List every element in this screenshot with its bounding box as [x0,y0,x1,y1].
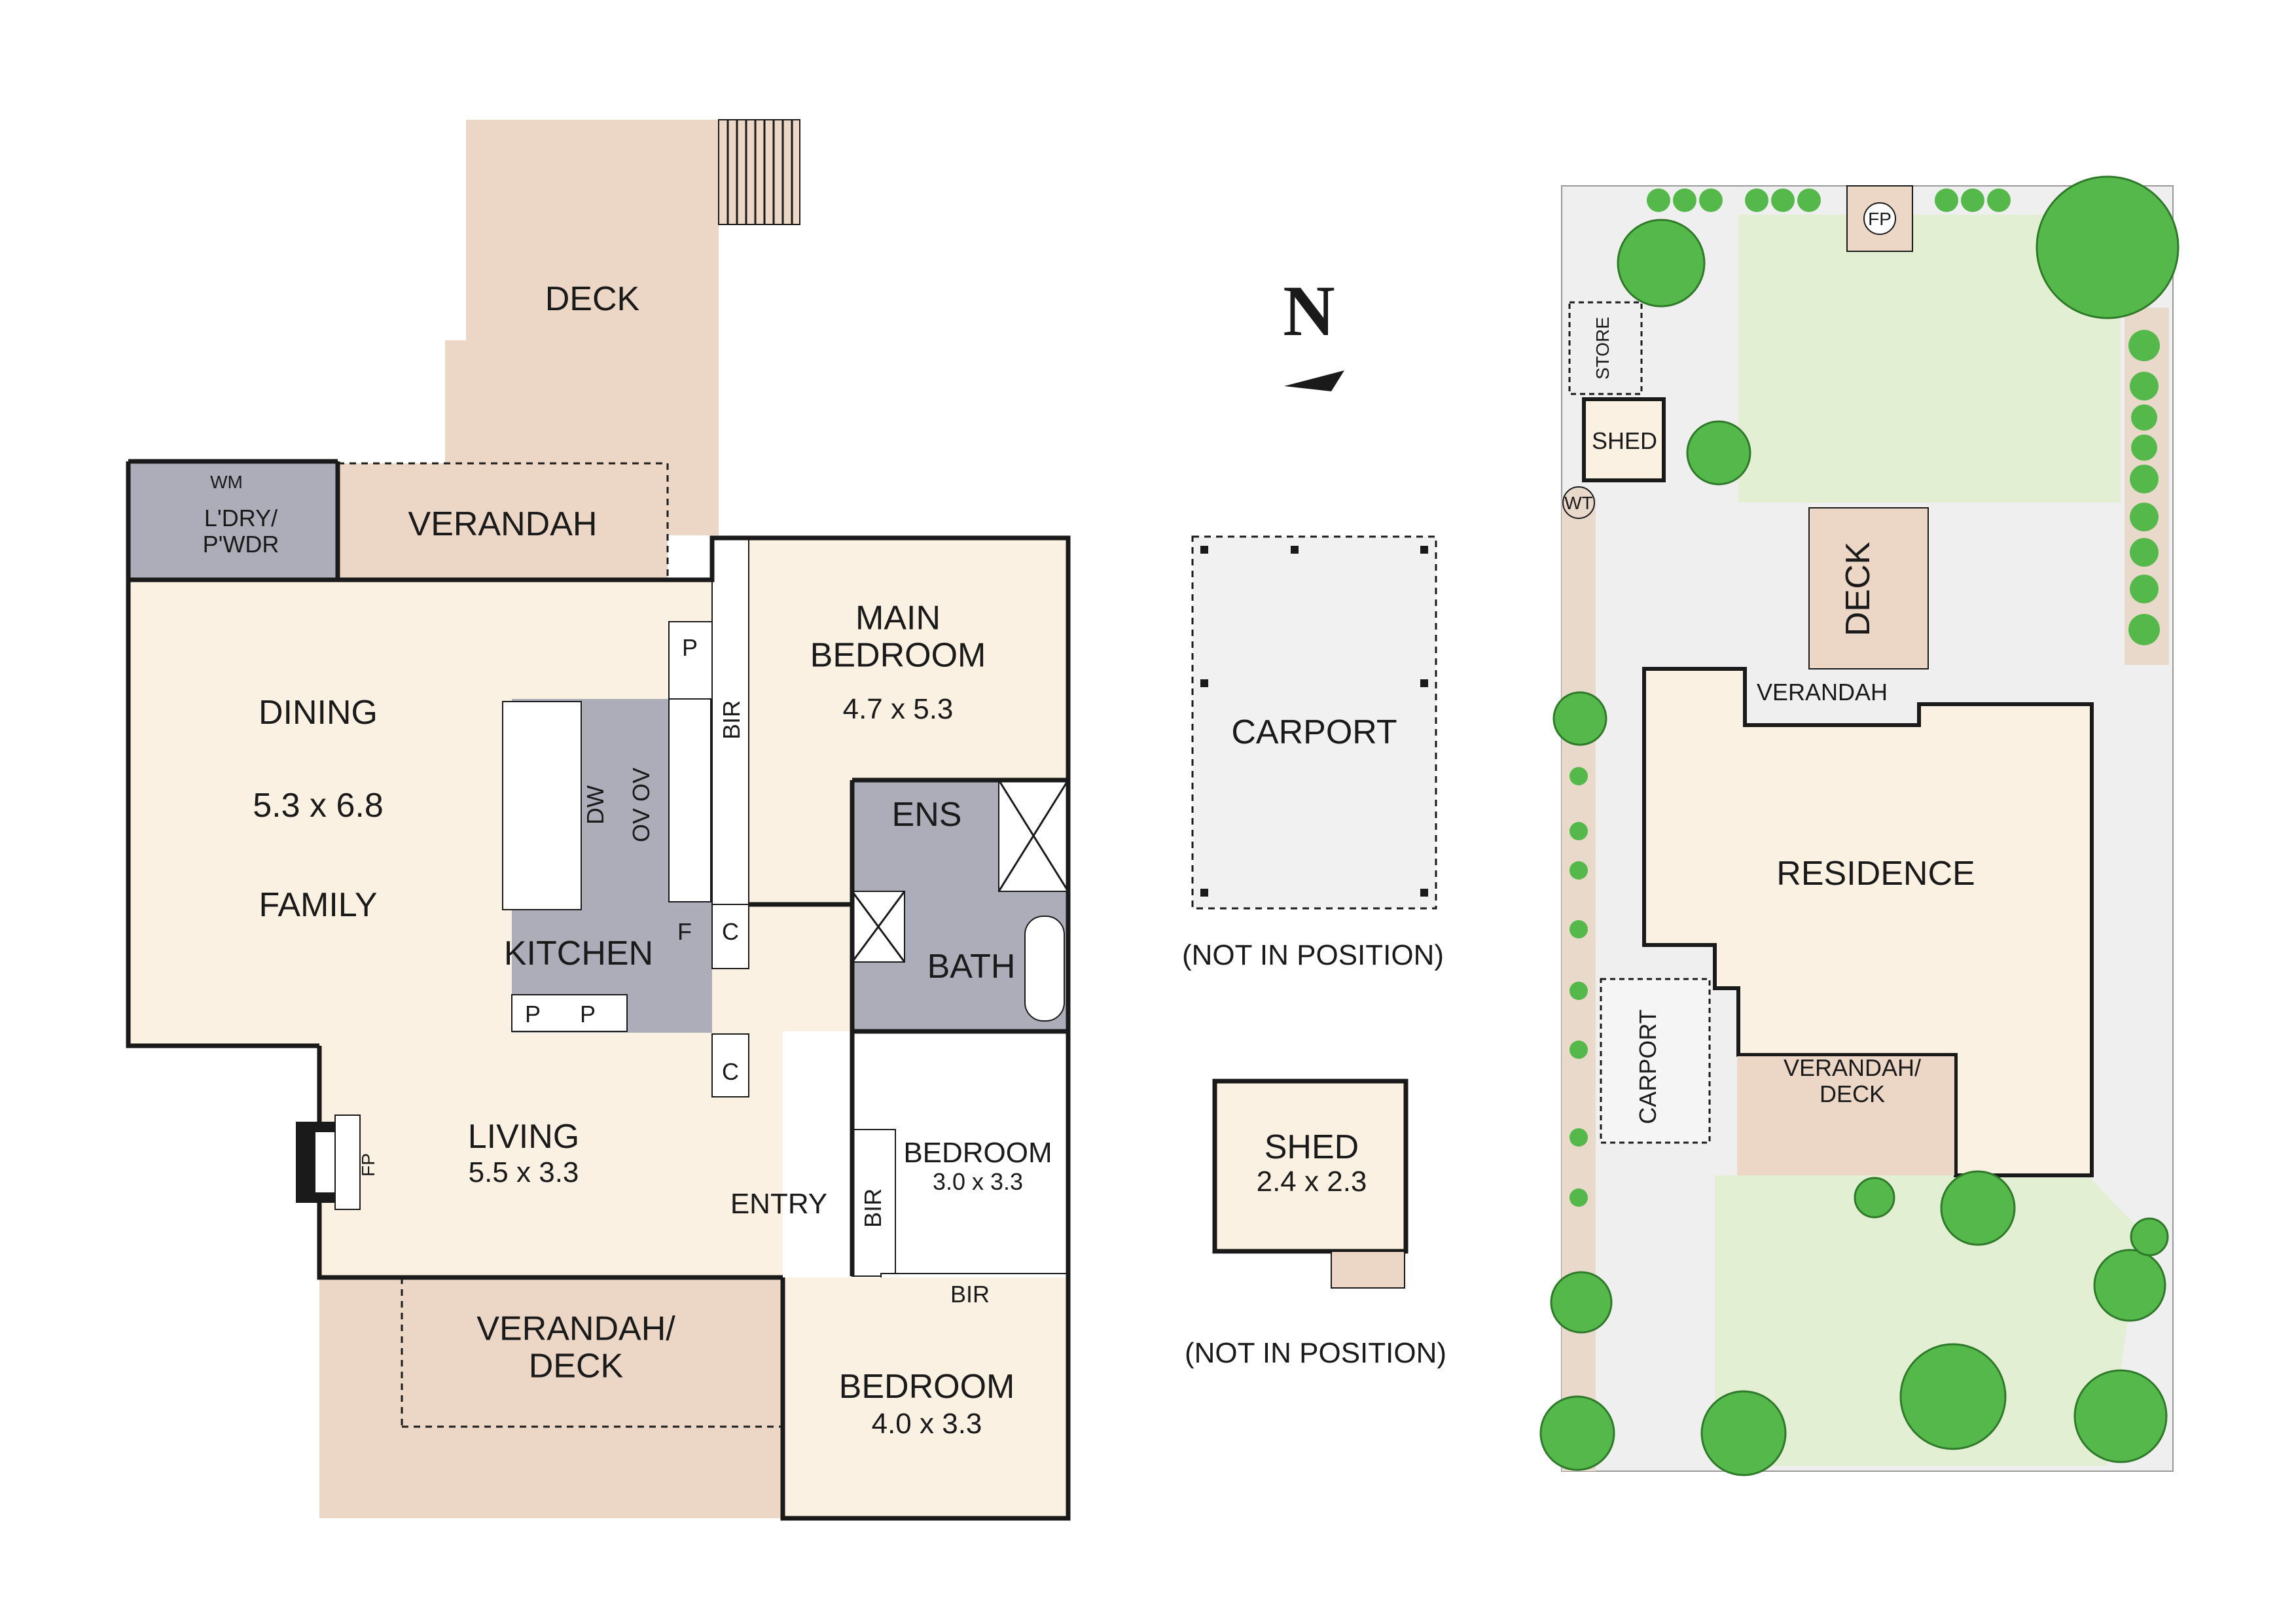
living-size: 5.5 x 3.3 [469,1156,579,1188]
dining-label: DINING [259,694,378,732]
laundry-area [128,461,338,580]
site-shed-label: SHED [1592,427,1657,454]
pantry-cabinets [511,994,628,1032]
bedroom3-size: 4.0 x 3.3 [872,1408,982,1440]
site-shed [1582,397,1666,482]
cupboard-label-1: C [722,918,739,945]
site-verandah-deck-label: VERANDAH/DECK [1784,1054,1921,1107]
bir-bedroom2 [852,1129,896,1277]
cupboard-label-2: C [722,1058,739,1085]
north-arrow-icon [1284,370,1344,391]
bir-label-bed3: BIR [950,1281,990,1308]
carport-detail: CARPORT (NOT IN POSITION) [1182,535,1444,971]
site-store-label: STORE [1592,317,1613,380]
pantry-label-top: P [682,634,698,661]
bedroom2-size: 3.0 x 3.3 [933,1168,1023,1195]
floor-plan-labels: DECK VERANDAH WM L'DRY/P'WDR DINING 5.3 … [203,280,1052,1440]
site-wt-label: WT [1564,493,1593,513]
deck-label: DECK [545,280,640,318]
family-label: FAMILY [259,886,377,924]
dining-family-size: 5.3 x 6.8 [253,787,383,825]
shed-detail: SHED 2.4 x 2.3 (NOT IN POSITION) [1185,1079,1446,1369]
lawn-south [1715,1175,2140,1466]
island-bench [502,701,582,910]
site-fp-label: FP [1868,209,1892,229]
site-verandah-label: VERANDAH [1757,679,1888,705]
compass-north-label: N [1283,271,1335,351]
deck-area [445,120,719,535]
dw-label: DW [582,785,609,825]
shed-size: 2.4 x 2.3 [1257,1166,1367,1198]
verandah-area [338,463,668,580]
pantry-label-2: P [580,1001,596,1027]
kitchen-bench [668,698,711,902]
kitchen-label: KITCHEN [504,935,653,972]
site-verandah-deck [1737,1056,1954,1175]
cupboard-2 [711,1033,749,1097]
shed-label: SHED [1265,1128,1359,1166]
carport-label: CARPORT [1231,713,1397,751]
wm-label: WM [210,472,243,492]
verandah-deck-area [319,1277,783,1518]
verandah-roofline [338,462,669,580]
deck-stairs [718,119,800,225]
bathtub [1024,916,1065,1022]
verandah-deck-label: VERANDAH/DECK [476,1310,675,1385]
site-carport-label: CARPORT [1634,1009,1661,1124]
site-carport [1600,978,1711,1144]
pantry-label-1: P [525,1001,541,1027]
shed-note: (NOT IN POSITION) [1185,1337,1446,1369]
verandah-label: VERANDAH [408,505,598,543]
cupboard-1 [711,904,749,969]
bir-label-bed2: BIR [859,1188,886,1228]
entry-label: ENTRY [730,1188,827,1220]
bedroom3-area [783,1277,1068,1518]
bedroom3-label: BEDROOM [839,1368,1015,1406]
stair-treads [726,120,793,224]
fridge-label: F [677,918,692,945]
site-residence-label: RESIDENCE [1776,855,1975,893]
bir-label-main: BIR [718,700,745,740]
floor-plan [126,119,1071,1521]
site-deck-label: DECK [1839,541,1877,636]
compass: N [1283,271,1344,391]
main-bedroom-size: 4.7 x 5.3 [843,693,954,725]
site-residence [1642,667,2094,1177]
fp-label: FP [358,1153,378,1177]
site-plan-labels: STORE SHED FP WT DECK VERANDAH RESIDENCE… [1564,209,1975,1124]
site-deck [1808,507,1929,669]
site-trees [1539,175,2179,1476]
carport-note: (NOT IN POSITION) [1182,939,1444,971]
ens-label: ENS [892,796,962,834]
ov-label: OV OV [628,768,655,842]
bath-label: BATH [927,948,1016,986]
walls [126,459,1071,1521]
site-plan [1539,175,2179,1476]
site-shrubs [1570,188,2160,1207]
bedroom2-label: BEDROOM [903,1137,1052,1169]
living-label: LIVING [468,1118,580,1156]
laundry-label: L'DRY/P'WDR [203,505,279,558]
